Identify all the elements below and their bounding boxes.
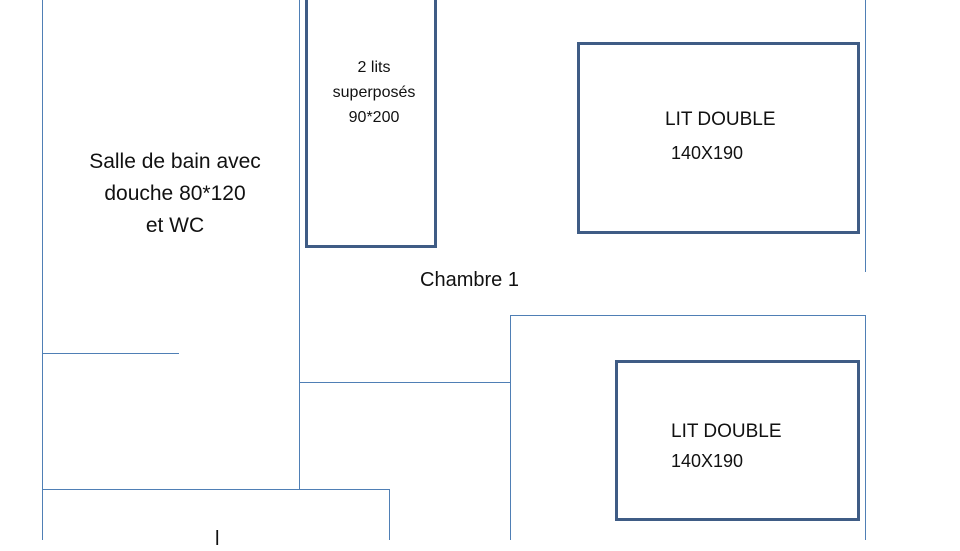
room-label: Chambre 1 [420,269,519,291]
wall-right-upper [865,0,866,272]
double-bed-1-outline [577,42,860,234]
partial-label: l [215,528,220,550]
bunk-bed-label-line-3: 90*200 [348,109,400,126]
bunk-bed-label-line-2: superposés [332,84,416,101]
bunk-bed-label: 2 lits superposés 90*200 [310,55,438,130]
bathroom-label-line-2: douche 80*120 [104,182,246,205]
double-bed-1-size: 140X190 [671,143,744,163]
wall-bathroom-right [299,0,300,490]
bathroom-label-line-3: et WC [145,214,205,237]
double-bed-2-size: 140X190 [671,451,744,471]
bathroom-label: Salle de bain avec douche 80*120 et WC [60,146,290,242]
double-bed-1-title: LIT DOUBLE [665,109,776,130]
wall-bathroom-door-stub [42,353,179,354]
wall-left-outer [42,0,43,540]
bunk-bed-label-line-1: 2 lits [357,59,391,76]
double-bed-2-title: LIT DOUBLE [671,421,782,442]
wall-alcove-left [510,315,511,540]
wall-bottom-room-top [42,489,390,490]
bathroom-label-line-1: Salle de bain avec [89,150,261,173]
wall-room1-bottom [299,382,511,383]
double-bed-2-outline [615,360,860,521]
wall-alcove-top [510,315,866,316]
wall-right-lower [865,315,866,540]
wall-bottom-room-right [389,489,390,540]
bunk-bed-outline [305,0,437,248]
